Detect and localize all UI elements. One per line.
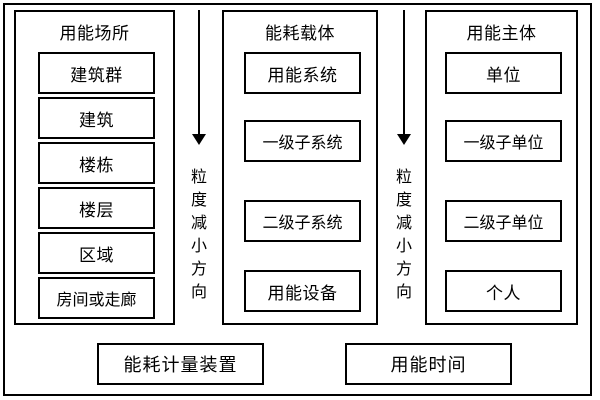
item-box-carrier-3[interactable]: 用能设备 [244, 270, 361, 312]
item-label: 房间或走廊 [56, 290, 137, 309]
item-label: 楼栋 [79, 155, 114, 176]
arrow-right-line [403, 10, 405, 134]
item-box-place-1[interactable]: 建筑 [38, 97, 155, 139]
arrow-left-line [198, 10, 200, 134]
item-box-carrier-2[interactable]: 二级子系统 [244, 200, 361, 242]
item-label: 楼层 [79, 200, 114, 221]
column-title-subject: 用能主体 [466, 24, 537, 44]
item-box-carrier-1[interactable]: 一级子系统 [244, 120, 361, 162]
item-label: 个人 [486, 283, 521, 304]
item-label: 用能系统 [267, 65, 338, 86]
arrow-right-label: 粒度减小方向 [395, 167, 412, 301]
bottom-box-metering-device[interactable]: 能耗计量装置 [97, 343, 264, 385]
item-box-carrier-0[interactable]: 用能系统 [244, 52, 361, 94]
item-box-subject-1[interactable]: 一级子单位 [445, 120, 562, 162]
column-title-place: 用能场所 [59, 24, 130, 44]
item-box-subject-3[interactable]: 个人 [445, 270, 562, 312]
item-label: 一级子单位 [463, 133, 544, 152]
column-panel-subject: 用能主体 单位 一级子单位 二级子单位 个人 [425, 10, 578, 325]
item-box-place-0[interactable]: 建筑群 [38, 52, 155, 94]
item-box-place-5[interactable]: 房间或走廊 [38, 277, 155, 319]
item-label: 建筑群 [70, 65, 123, 86]
item-label: 用能设备 [267, 283, 338, 304]
arrow-group-left: 粒度减小方向 [184, 10, 214, 320]
item-label: 区域 [79, 245, 114, 266]
item-label: 二级子单位 [463, 213, 544, 232]
item-box-place-3[interactable]: 楼层 [38, 187, 155, 229]
column-panel-place: 用能场所 建筑群 建筑 楼栋 楼层 区域 房间或走廊 [14, 10, 175, 325]
item-box-subject-0[interactable]: 单位 [445, 52, 562, 94]
item-label: 一级子系统 [262, 133, 343, 152]
item-label: 建筑 [79, 110, 114, 131]
arrow-right-head [397, 134, 411, 145]
column-title-carrier: 能耗载体 [265, 24, 335, 44]
outer-frame [3, 3, 592, 396]
arrow-group-right: 粒度减小方向 [389, 10, 419, 320]
item-label: 二级子系统 [262, 213, 343, 232]
bottom-box-usage-time[interactable]: 用能时间 [345, 343, 512, 385]
bottom-box-label: 用能时间 [390, 355, 467, 376]
item-box-place-2[interactable]: 楼栋 [38, 142, 155, 184]
item-label: 单位 [486, 65, 521, 86]
column-panel-carrier: 能耗载体 用能系统 一级子系统 二级子系统 用能设备 [222, 10, 378, 325]
bottom-box-label: 能耗计量装置 [123, 355, 238, 376]
item-box-place-4[interactable]: 区域 [38, 232, 155, 274]
arrow-left-label: 粒度减小方向 [190, 167, 207, 301]
item-box-subject-2[interactable]: 二级子单位 [445, 200, 562, 242]
arrow-left-head [192, 134, 206, 145]
